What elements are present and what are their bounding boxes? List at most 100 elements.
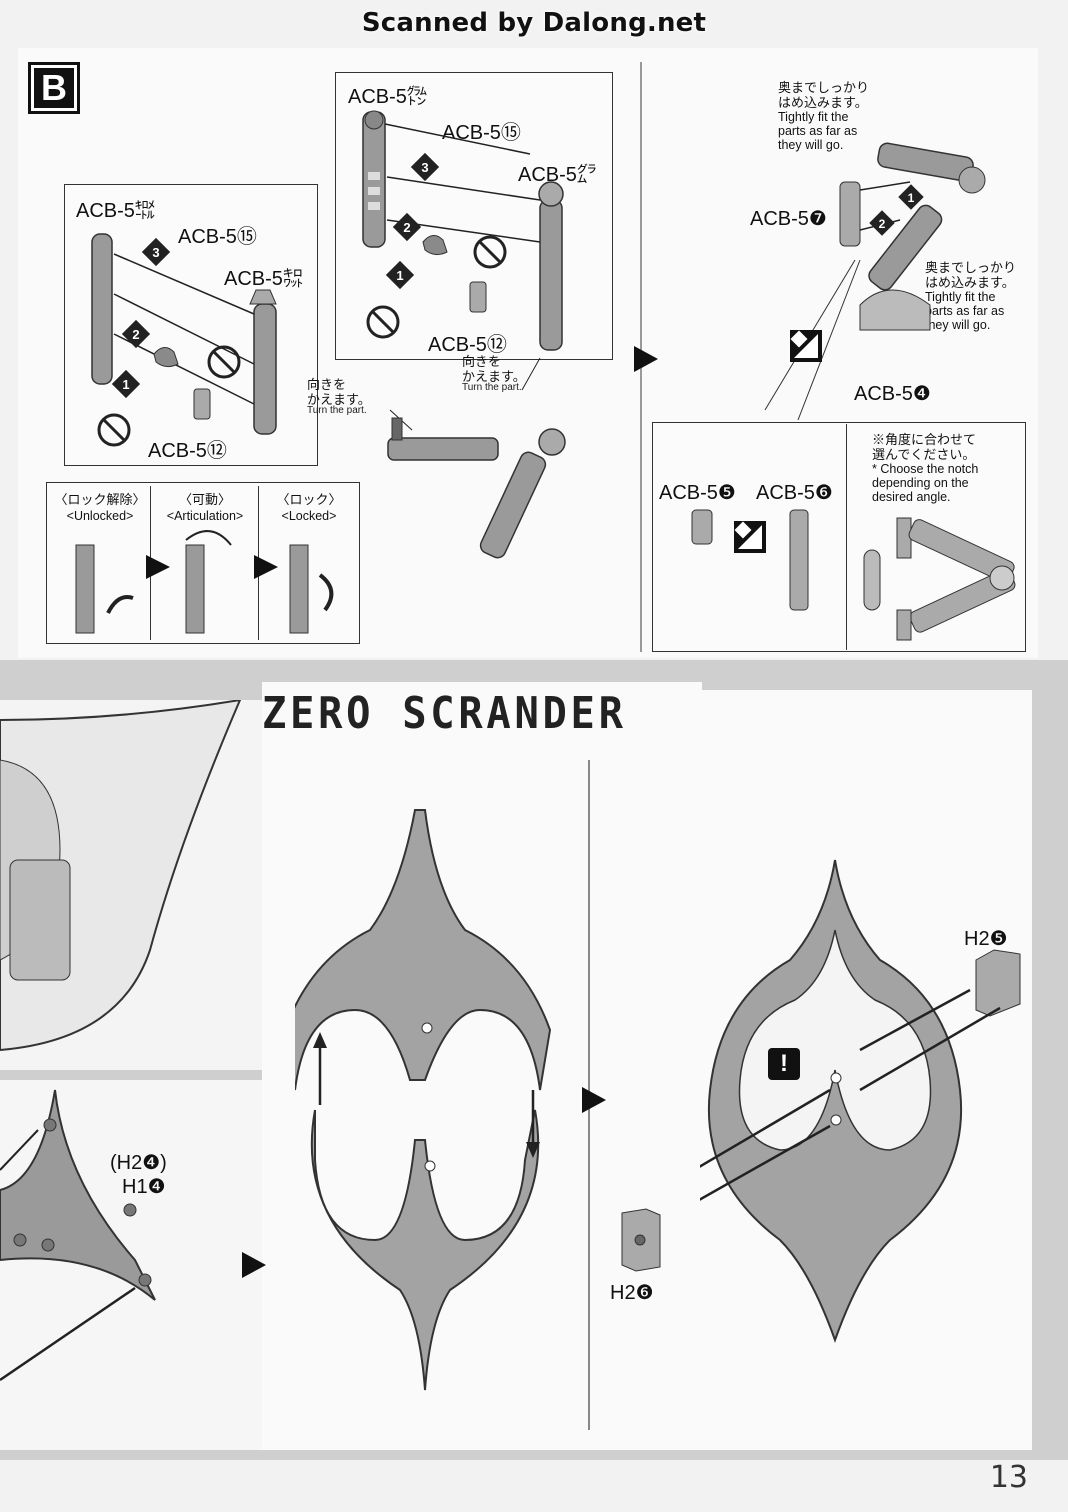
- part-acb5-18: [153, 347, 179, 368]
- part-label-acb5-6: ACB-5❻: [756, 482, 833, 504]
- part-label-h2-5: H2❺: [964, 928, 1008, 950]
- turn-note-en: Turn the part.: [462, 382, 522, 393]
- part-label-acb5-7: ACB-5❼: [750, 208, 827, 230]
- lock-state-label-en: <Articulation>: [166, 509, 244, 523]
- step-badge-1: 1: [898, 184, 924, 210]
- next-arrow-icon: [146, 555, 170, 579]
- assembly-arrow: [386, 176, 541, 201]
- svg-text:1: 1: [396, 268, 403, 283]
- part-label-acb5-17: ACB-5⑫: [148, 440, 227, 462]
- step-badge-3: 3: [141, 237, 171, 267]
- part-label-acb5-18: ACB-5⑮: [178, 226, 257, 248]
- part-label-acb5-24: ACB-5㌘: [518, 164, 597, 186]
- part-label-acb5-5: ACB-5❺: [659, 482, 736, 504]
- wing-upper-half: [295, 809, 552, 1091]
- part-acb5-22: [91, 233, 113, 385]
- lock-state-label-en: <Locked>: [281, 509, 337, 523]
- lock-state-label-jp: 〈ロック〉: [276, 492, 342, 507]
- prohibited-icon: [207, 345, 241, 379]
- section-badge: B: [28, 62, 80, 114]
- rotate-arrow-icon: [185, 530, 232, 546]
- svg-text:3: 3: [421, 160, 428, 175]
- turn-note-en: Turn the part.: [307, 405, 367, 416]
- notch-illustration: [691, 509, 1016, 641]
- prohibited-icon: [473, 235, 507, 269]
- section-title: ZERO SCRANDER: [262, 688, 627, 739]
- wing-lower-half: [310, 1109, 540, 1391]
- wing-halves-illustration: [295, 809, 552, 1391]
- turn-note-jp: 向きを かえます。: [307, 377, 371, 407]
- joint-assembly-illustration: 1 2: [764, 142, 986, 420]
- part-acb5-24: [539, 199, 563, 351]
- lock-states-illustration: [75, 530, 334, 634]
- tight-fit-note-en: Tightly fit the parts as far as they wil…: [925, 290, 1005, 332]
- next-arrow-icon: [254, 555, 278, 579]
- wing-attach-illustration: [0, 1080, 262, 1450]
- scan-credit: Scanned by Dalong.net: [361, 8, 707, 38]
- lock-state-label-jp: 〈可動〉: [178, 492, 231, 507]
- page-number: 13: [989, 1460, 1028, 1495]
- svg-text:3: 3: [152, 245, 159, 260]
- rotate-arrow-icon: [318, 573, 334, 612]
- part-acb5-4: [859, 289, 931, 331]
- part-h2-5: [975, 949, 1021, 1017]
- robot-figure-illustration: [0, 700, 262, 1070]
- assembled-wing-illustration: [700, 859, 1021, 1343]
- part-acb5-7: [839, 181, 861, 247]
- prohibited-icon: [97, 413, 131, 447]
- assembly-arrow: [859, 988, 971, 1052]
- section-letter: B: [34, 68, 74, 108]
- part-acb5-23: [253, 303, 277, 435]
- step-badge-3: 3: [410, 152, 440, 182]
- svg-text:2: 2: [132, 327, 139, 342]
- lock-state-label-jp: 〈ロック解除〉: [54, 492, 146, 507]
- part-acb5-5: [691, 509, 713, 545]
- next-step-arrow-icon: [634, 346, 658, 372]
- part-label-h2-4: (H2❹): [110, 1152, 167, 1174]
- part-label-h2-6: H2❻: [610, 1282, 654, 1304]
- assembly-arrow: [859, 1006, 1001, 1092]
- part-acb5-17: [469, 281, 487, 313]
- step-badge-2: 2: [392, 212, 422, 242]
- notch-note-jp: ※角度に合わせて 選んでください。: [872, 432, 977, 462]
- step-badge-1: 1: [385, 260, 415, 290]
- turn-note-jp: 向きを かえます。: [462, 354, 526, 384]
- step-badge-2: 2: [869, 210, 895, 236]
- part-label-h1-4: H1❹: [122, 1176, 166, 1198]
- assembly-arrow: [700, 1124, 831, 1201]
- arm-upper-illustration: 3 2 1: [362, 110, 564, 351]
- svg-text:1: 1: [908, 191, 915, 205]
- assembly-arrow: [0, 1286, 136, 1382]
- part-label-acb5-22: ACB-5㌖: [76, 200, 155, 222]
- part-acb5-17: [193, 388, 211, 420]
- step-badge-1: 1: [111, 369, 141, 399]
- alternate-part-icon: [790, 330, 822, 362]
- tight-fit-note-jp: 奥までしっかり はめ込みます。: [925, 260, 1017, 290]
- arm-lower-illustration: 3 2 1: [91, 233, 277, 447]
- arm-section: [479, 451, 547, 559]
- notch-note-en: * Choose the notch depending on the desi…: [872, 462, 979, 504]
- arm-section: [387, 437, 499, 461]
- step-badge-2: 2: [121, 319, 151, 349]
- part-acb5-6: [789, 509, 809, 611]
- assembly-arrow: [384, 123, 531, 155]
- part-h2-6: [621, 1208, 661, 1272]
- svg-text:2: 2: [403, 220, 410, 235]
- alternate-part-icon: [734, 521, 766, 553]
- lock-state-label-en: <Unlocked>: [66, 509, 134, 523]
- part-label-acb5-18: ACB-5⑮: [442, 122, 521, 144]
- part-label-acb5-23: ACB-5㌗: [224, 268, 303, 290]
- prohibited-icon: [366, 305, 400, 339]
- svg-text:1: 1: [122, 377, 129, 392]
- assembly-arrow: [700, 1088, 831, 1168]
- part-label-acb5-25: ACB-5㌙: [348, 86, 427, 108]
- rotate-arrow-icon: [106, 595, 134, 614]
- assembly-arrow: [0, 1129, 39, 1171]
- next-step-arrow-icon: [242, 1252, 266, 1278]
- tight-fit-note-en: Tightly fit the parts as far as they wil…: [778, 110, 858, 152]
- combined-arm-illustration: [387, 357, 566, 559]
- tight-fit-note-jp: 奥までしっかり はめ込みます。: [778, 80, 870, 110]
- next-step-arrow-icon: [582, 1087, 606, 1113]
- option-parts-box: [652, 422, 1026, 652]
- caution-icon: !: [768, 1048, 800, 1080]
